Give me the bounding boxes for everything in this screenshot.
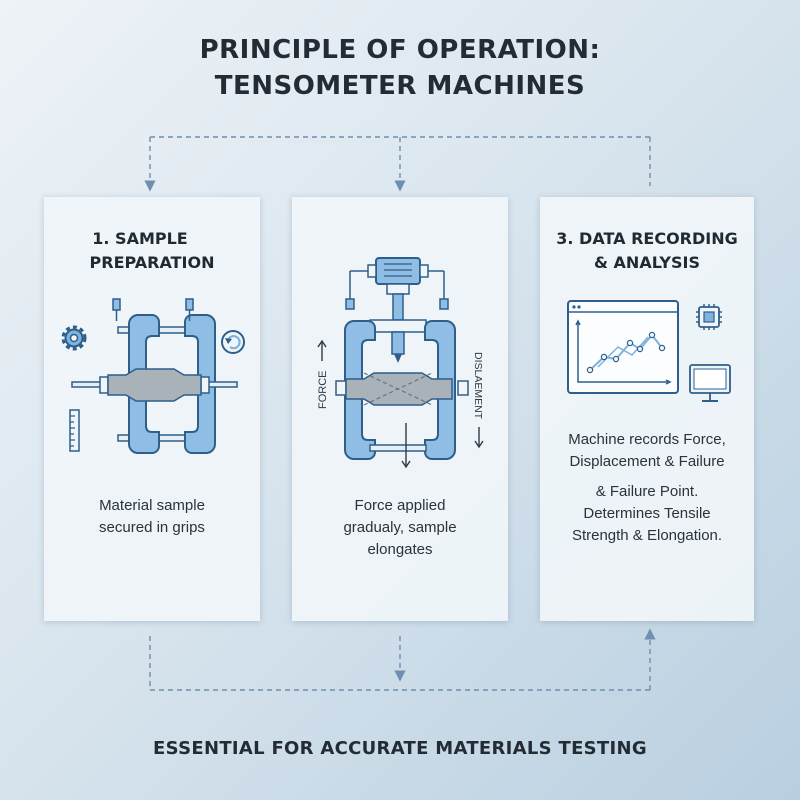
step-3-heading: 3. DATA RECORDING & ANALYSIS xyxy=(540,227,754,275)
step-1-description-line-1: Material sample xyxy=(99,497,205,514)
page-title-line-2: TENSOMETER MACHINES xyxy=(214,71,586,101)
motor-icon xyxy=(345,257,449,321)
data-analysis-illustration xyxy=(567,300,731,402)
step-1-description-line-2: secured in grips xyxy=(99,519,205,536)
step-3-heading-line-2: & ANALYSIS xyxy=(594,253,700,272)
tensile-frame-illustration: FORCE DISLAEMENT xyxy=(317,257,484,469)
material-sample xyxy=(107,368,202,402)
step-3-description-b: & Failure Point. Determines Tensile Stre… xyxy=(540,481,754,547)
footer-tagline: ESSENTIAL FOR ACCURATE MATERIALS TESTING xyxy=(153,738,647,759)
step-3-description-a-line-1: Machine records Force, xyxy=(568,431,726,448)
force-label: FORCE xyxy=(317,371,329,410)
force-down-arrow xyxy=(401,423,411,469)
step-1-description: Material sample secured in grips xyxy=(44,495,260,539)
step-2-description-line-2: gradualy, sample xyxy=(343,519,457,536)
force-up-arrow xyxy=(317,339,327,361)
page-title: PRINCIPLE OF OPERATION: TENSOMETER MACHI… xyxy=(0,32,800,104)
line-chart-icon xyxy=(567,300,679,394)
step-2-description: Force applied gradualy, sample elongates xyxy=(292,495,508,561)
monitor-icon xyxy=(689,364,731,402)
grip-frame-illustration xyxy=(61,298,245,454)
displacement-label: DISLAEMENT xyxy=(472,352,484,420)
chip-icon xyxy=(696,304,722,330)
page-title-line-1: PRINCIPLE OF OPERATION: xyxy=(199,35,601,65)
step-card-sample-preparation: 1. SAMPLE PREPARATION xyxy=(44,197,260,621)
displacement-arrow xyxy=(474,427,484,449)
step-3-description-a-line-2: Displacement & Failure xyxy=(569,453,725,470)
step-2-description-line-1: Force applied xyxy=(354,497,446,514)
rotate-icon xyxy=(221,330,245,354)
step-card-data-recording: 3. DATA RECORDING & ANALYSIS xyxy=(540,197,754,621)
step-3-description-b-line-2: Determines Tensile xyxy=(583,505,711,522)
step-1-heading-line-2: PREPARATION xyxy=(89,253,215,272)
step-1-heading-line-1: 1. SAMPLE xyxy=(92,229,188,248)
step-3-description-b-line-1: & Failure Point. xyxy=(595,483,699,500)
ruler-icon xyxy=(69,409,80,452)
step-2-description-line-3: elongates xyxy=(367,541,433,558)
gear-icon xyxy=(61,325,87,351)
step-3-heading-line-1: 3. DATA RECORDING xyxy=(556,229,738,248)
step-3-description-a: Machine records Force, Displacement & Fa… xyxy=(540,429,754,473)
step-3-description-b-line-3: Strength & Elongation. xyxy=(571,527,723,544)
step-1-heading: 1. SAMPLE PREPARATION xyxy=(44,227,260,275)
step-card-force-application: FORCE DISLAEMENT Force applied gradualy,… xyxy=(292,197,508,621)
